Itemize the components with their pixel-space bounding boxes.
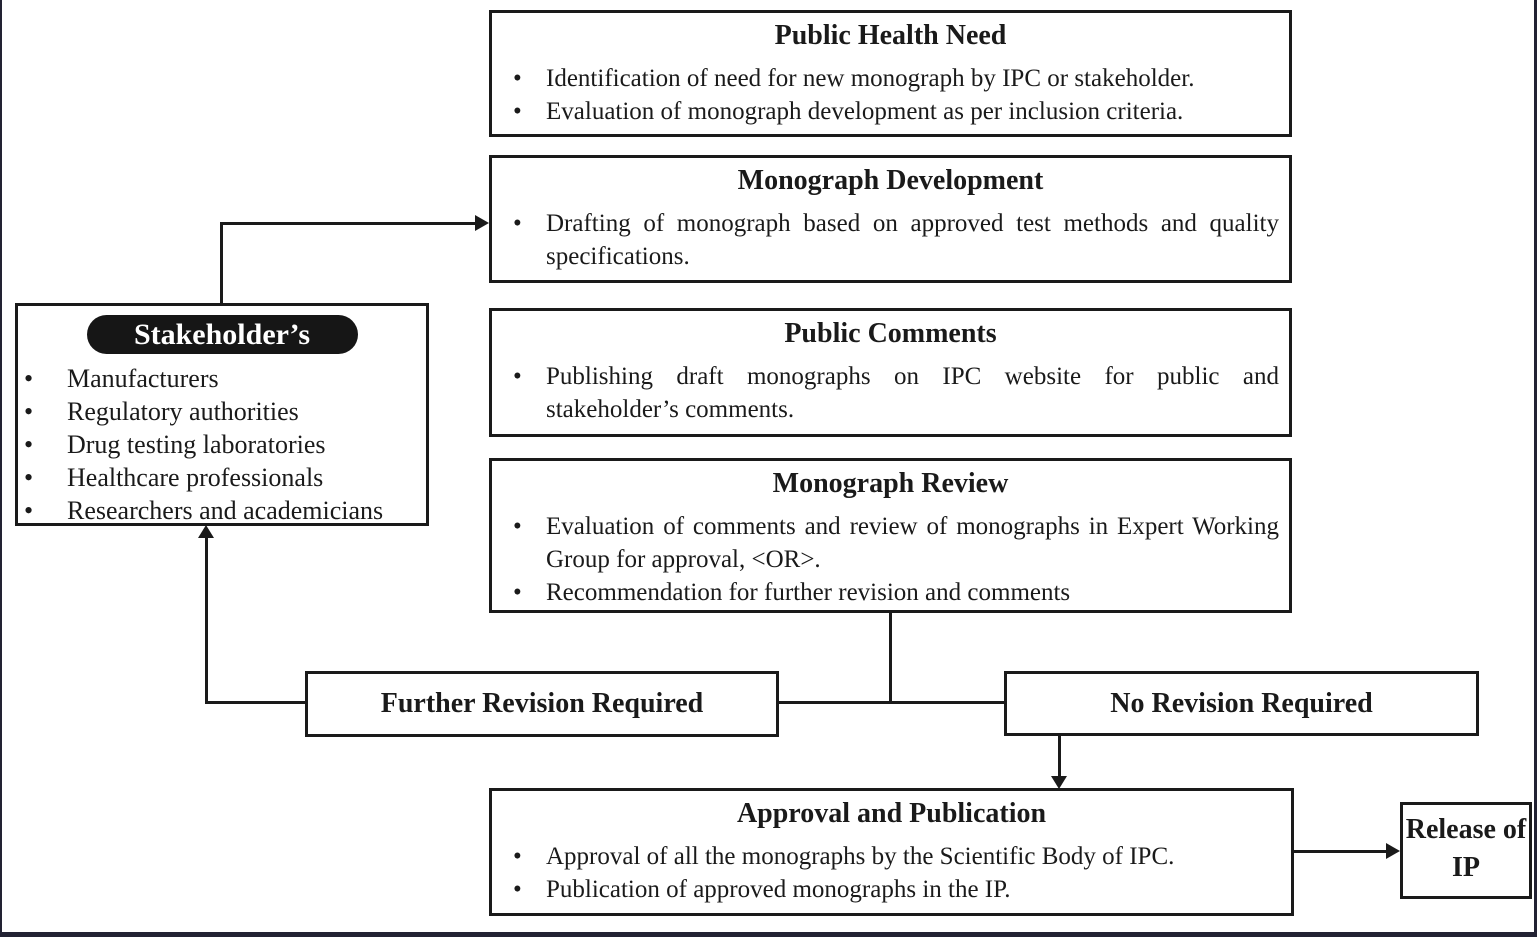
stakeholders-title-pill: Stakeholder’s <box>86 315 358 354</box>
connector-stakeholder-to-development-horizontal <box>220 222 477 225</box>
list-item: • Publishing draft monographs on IPC web… <box>492 360 1289 426</box>
release-of-ip-label: Release of IP <box>1405 814 1527 883</box>
bullet-icon: • <box>24 364 34 393</box>
monograph-review-title: Monograph Review <box>772 468 1009 499</box>
bullet-icon: • <box>24 496 34 525</box>
list-item: • Recommendation for further revision an… <box>492 576 1289 609</box>
bullet-icon: • <box>513 843 522 870</box>
bullet-icon: • <box>513 876 522 903</box>
bullet-icon: • <box>24 463 34 492</box>
connector-further-revision-left-horizontal <box>205 701 306 704</box>
bullet-icon: • <box>513 65 522 92</box>
connector-review-down-vertical <box>889 612 892 704</box>
bullet-text: Manufacturers <box>67 364 219 393</box>
bullet-text: Approval of all the monographs by the Sc… <box>546 843 1175 870</box>
connector-decision-horizontal <box>778 701 1005 704</box>
bullet-icon: • <box>513 579 522 606</box>
arrowhead-into-approval <box>1051 776 1067 789</box>
box-public-comments: Public Comments • Publishing draft monog… <box>489 308 1292 437</box>
bullet-text: Researchers and academicians <box>67 496 384 525</box>
connector-to-stakeholder-vertical <box>205 537 208 704</box>
box-monograph-review: Monograph Review • Evaluation of comment… <box>489 458 1292 613</box>
bullet-text: Drug testing laboratories <box>67 430 326 459</box>
public-health-need-title: Public Health Need <box>774 20 1007 51</box>
arrowhead-into-release <box>1386 843 1400 859</box>
list-item: • Evaluation of monograph development as… <box>492 95 1289 128</box>
bullet-text: Publishing draft monographs on IPC websi… <box>546 363 1279 423</box>
bullet-icon: • <box>513 513 522 540</box>
bullet-icon: • <box>513 363 522 390</box>
list-item: • Researchers and academicians <box>18 494 426 527</box>
bullet-text: Drafting of monograph based on approved … <box>546 210 1279 270</box>
arrowhead-into-stakeholders <box>198 525 214 538</box>
list-item: • Publication of approved monographs in … <box>492 873 1291 906</box>
box-stakeholders: Stakeholder’s • Manufacturers • Regulato… <box>15 303 429 526</box>
bullet-text: Evaluation of monograph development as p… <box>546 98 1184 125</box>
bullet-text: Recommendation for further revision and … <box>546 579 1071 606</box>
connector-approval-to-release-horizontal <box>1293 850 1388 853</box>
box-public-health-need: Public Health Need • Identification of n… <box>489 10 1292 137</box>
list-item: • Drug testing laboratories <box>18 428 426 461</box>
box-release-of-ip: Release of IP <box>1400 802 1532 899</box>
bullet-text: Evaluation of comments and review of mon… <box>546 513 1279 573</box>
list-item: • Healthcare professionals <box>18 461 426 494</box>
list-item: • Regulatory authorities <box>18 395 426 428</box>
connector-stakeholder-up-vertical <box>220 222 223 304</box>
bullet-icon: • <box>513 98 522 125</box>
connector-no-revision-down-vertical <box>1058 735 1061 777</box>
list-item: • Manufacturers <box>18 362 426 395</box>
bullet-text: Publication of approved monographs in th… <box>546 876 1011 903</box>
bullet-icon: • <box>24 397 34 426</box>
further-revision-label: Further Revision Required <box>380 688 704 719</box>
public-comments-title: Public Comments <box>784 318 997 349</box>
list-item: • Identification of need for new monogra… <box>492 62 1289 95</box>
approval-publication-title: Approval and Publication <box>736 798 1047 829</box>
list-item: • Approval of all the monographs by the … <box>492 840 1291 873</box>
list-item: • Evaluation of comments and review of m… <box>492 510 1289 576</box>
box-further-revision-required: Further Revision Required <box>305 671 779 737</box>
bullet-text: Identification of need for new monograph… <box>546 65 1195 92</box>
arrowhead-into-monograph-development <box>475 215 489 231</box>
bullet-text: Healthcare professionals <box>67 463 324 492</box>
no-revision-label: No Revision Required <box>1110 687 1373 719</box>
box-approval-publication: Approval and Publication • Approval of a… <box>489 788 1294 916</box>
box-monograph-development: Monograph Development • Drafting of mono… <box>489 155 1292 283</box>
bullet-icon: • <box>513 210 522 237</box>
monograph-development-title: Monograph Development <box>737 165 1044 196</box>
list-item: • Drafting of monograph based on approve… <box>492 207 1289 273</box>
bullet-text: Regulatory authorities <box>67 397 299 426</box>
bullet-icon: • <box>24 430 34 459</box>
box-no-revision-required: No Revision Required <box>1004 671 1479 736</box>
